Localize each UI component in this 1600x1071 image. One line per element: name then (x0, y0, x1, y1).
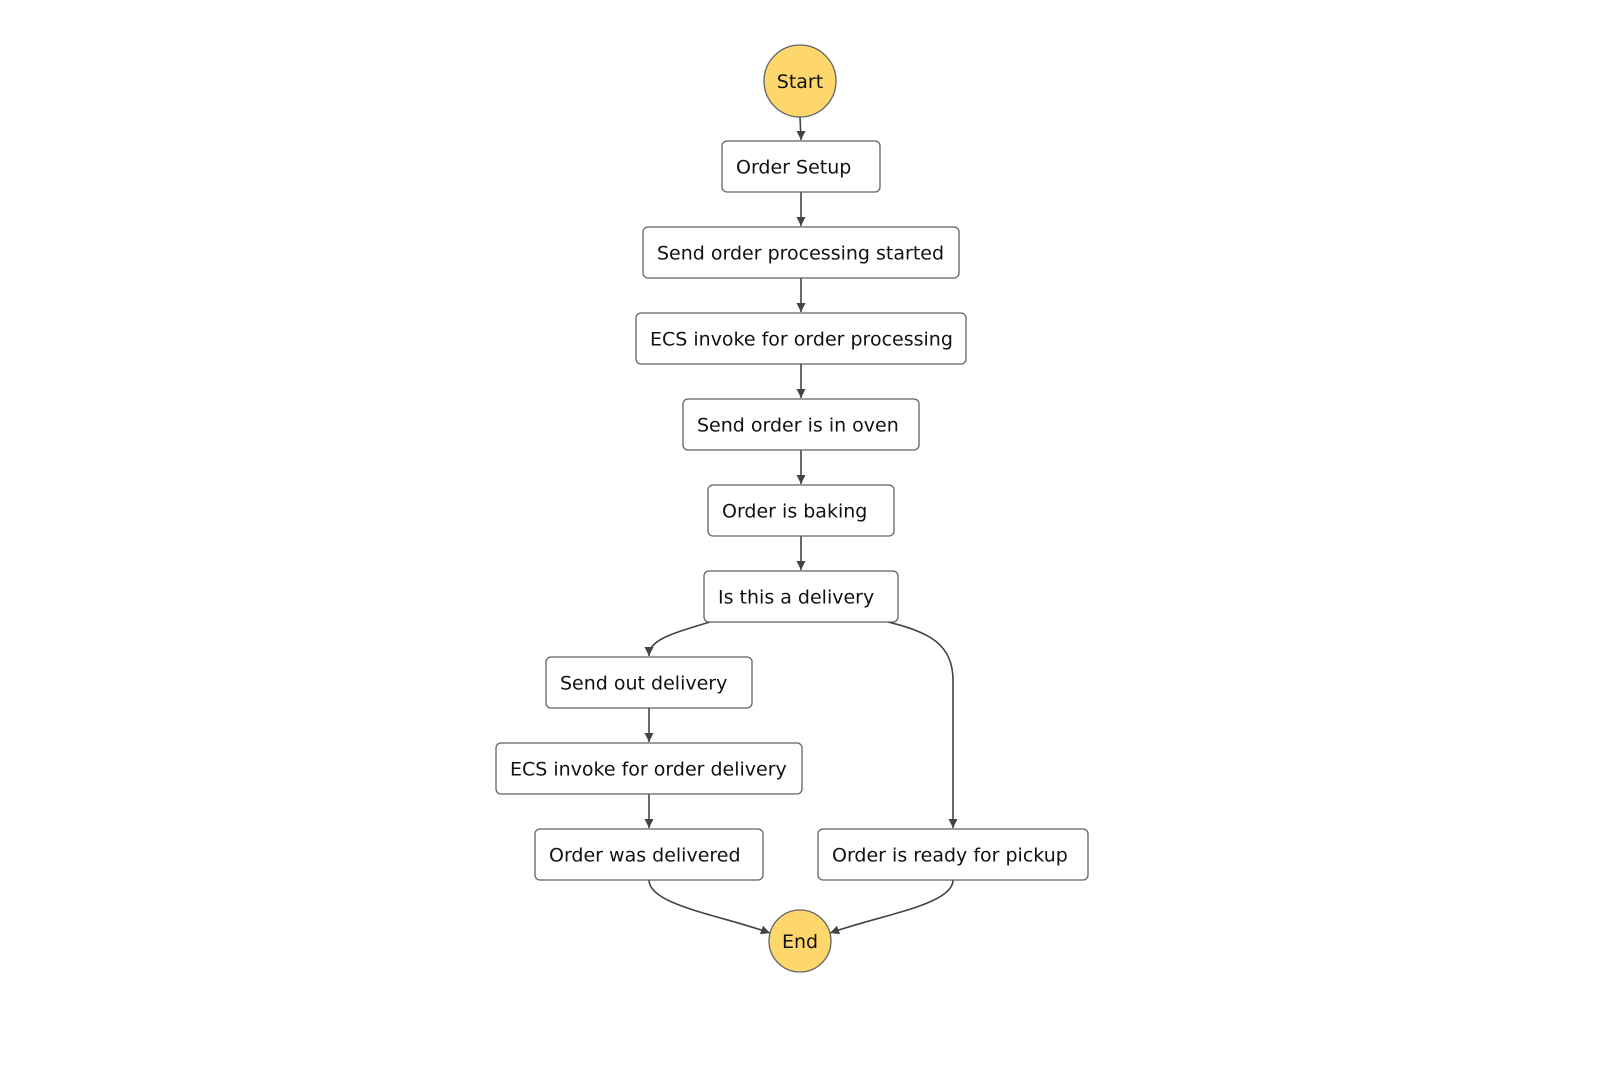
state-box (495, 742, 803, 795)
edge-send-order-in-oven-to-order-is-baking (796, 450, 806, 484)
arrowhead (760, 925, 770, 935)
edge-send-out-delivery-to-ecs-invoke-order-delivery (644, 708, 654, 742)
edge-order-was-delivered-to-end (648, 879, 771, 935)
state-box (545, 656, 753, 709)
node-order-was-delivered: Order was delivered (534, 828, 764, 881)
node-label: Order is ready for pickup (832, 845, 1068, 867)
node-label: ECS invoke for order delivery (510, 759, 787, 781)
node-label: Send order processing started (657, 243, 944, 265)
node-start: Start (763, 44, 837, 118)
node-send-order-processing-started: Send order processing started (642, 226, 960, 279)
edge-start-to-order-setup (796, 116, 806, 141)
state-box (635, 312, 967, 365)
arrowhead (830, 925, 840, 935)
state-box (642, 226, 960, 279)
node-end: End (768, 909, 832, 973)
node-order-setup: Order Setup (721, 140, 881, 193)
arrowhead (644, 733, 654, 742)
arrowhead (796, 389, 806, 398)
edge-is-this-a-delivery-to-order-ready-for-pickup (887, 621, 958, 828)
arrowhead (644, 819, 654, 828)
node-label: End (782, 931, 818, 953)
node-label: Order was delivered (549, 845, 741, 867)
edge-order-setup-to-send-order-processing-started (796, 192, 806, 226)
node-send-order-in-oven: Send order is in oven (682, 398, 920, 451)
edge-send-order-processing-started-to-ecs-invoke-order-processing (796, 278, 806, 312)
node-order-is-baking: Order is baking (707, 484, 895, 537)
state-box (707, 484, 895, 537)
edge-ecs-invoke-order-processing-to-send-order-in-oven (796, 364, 806, 398)
edge-order-ready-for-pickup-to-end (829, 879, 954, 935)
arrowhead (796, 131, 806, 140)
state-box (721, 140, 881, 193)
edge-line (648, 621, 711, 657)
node-label: Order Setup (736, 157, 851, 179)
node-label: Order is baking (722, 501, 867, 523)
node-order-ready-for-pickup: Order is ready for pickup (817, 828, 1089, 881)
node-label: Send order is in oven (697, 415, 899, 437)
end-terminal-circle (768, 909, 832, 973)
edge-ecs-invoke-order-delivery-to-order-was-delivered (644, 794, 654, 828)
node-label: Start (777, 71, 823, 93)
node-is-this-a-delivery: Is this a delivery (703, 570, 899, 623)
edge-line (829, 879, 954, 934)
node-label: ECS invoke for order processing (650, 329, 953, 351)
arrowhead (948, 819, 958, 828)
node-ecs-invoke-order-delivery: ECS invoke for order delivery (495, 742, 803, 795)
state-box (534, 828, 764, 881)
state-box (682, 398, 920, 451)
arrowhead (644, 647, 654, 656)
arrowhead (796, 561, 806, 570)
state-box (817, 828, 1089, 881)
arrowhead (796, 475, 806, 484)
state-box (703, 570, 899, 623)
start-terminal-circle (763, 44, 837, 118)
node-ecs-invoke-order-processing: ECS invoke for order processing (635, 312, 967, 365)
edges-layer (644, 116, 958, 935)
edge-line (648, 879, 771, 934)
node-label: Is this a delivery (718, 587, 874, 609)
edge-line (887, 621, 954, 828)
node-send-out-delivery: Send out delivery (545, 656, 753, 709)
arrowhead (796, 217, 806, 226)
arrowhead (796, 303, 806, 312)
node-label: Send out delivery (560, 673, 727, 695)
edge-is-this-a-delivery-to-send-out-delivery (644, 621, 711, 657)
edge-order-is-baking-to-is-this-a-delivery (796, 536, 806, 570)
